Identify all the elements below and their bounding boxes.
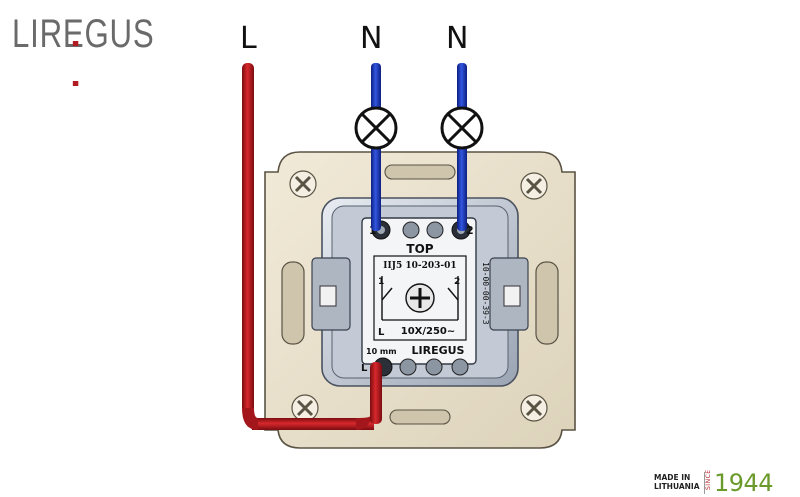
schematic-label (373, 255, 467, 341)
terminal-label-1: 1 (369, 224, 377, 237)
pole-label-2: 2 (454, 277, 460, 287)
badge-divider (704, 472, 705, 494)
bottom-live-label: L (361, 363, 368, 374)
terminal-screw-mid-a (402, 221, 420, 239)
lamp-icon-1 (354, 106, 398, 150)
side-code: 10-00-00-39-3 (481, 262, 490, 325)
rating-label: 10X/250~ (401, 326, 456, 337)
live-wire (242, 63, 382, 430)
since-text: SINCE (705, 469, 712, 490)
adjust-screw-icon (405, 283, 435, 313)
side-clamp-left (311, 257, 351, 331)
corner-screw-top-left (289, 170, 317, 198)
year-text: 1944 (714, 469, 774, 497)
country-line: LITHUANIA (654, 482, 700, 491)
brand-mark: LIREGUS (412, 344, 465, 357)
side-clamp-right (489, 257, 529, 331)
neutral-label-2: N (446, 21, 469, 56)
switch-body: 1 2 TOP IIJ5 10-203-01 1 2 L 10X/250~ 10… (311, 197, 529, 387)
made-in-text: MADE IN LITHUANIA (654, 473, 704, 491)
corner-screw-bottom-right (520, 394, 548, 422)
mounting-slot-right (535, 261, 559, 345)
logo-accent-icon (72, 13, 87, 86)
live-label: L (240, 21, 257, 56)
model-code: IIJ5 10-203-01 (383, 261, 456, 271)
mounting-slot-left (281, 261, 305, 345)
pole-label-1: 1 (378, 277, 384, 287)
made-in-line: MADE IN (654, 473, 691, 482)
logo-text: LIREGUS (12, 12, 155, 56)
corner-screw-top-right (520, 172, 548, 200)
terminal-screw-mid-b (426, 221, 444, 239)
lamp-icon-2 (440, 106, 484, 150)
corner-screw-bottom-left (291, 394, 319, 422)
neutral-label-1: N (360, 21, 383, 56)
terminal-label-2: 2 (466, 224, 474, 237)
liregus-logo: LIREGUS (12, 12, 155, 86)
top-mark: TOP (406, 242, 433, 256)
strip-length-label: 10 mm (366, 347, 397, 356)
live-mark: L (378, 327, 385, 338)
made-in-badge: MADE IN LITHUANIA SINCE 1944 (654, 469, 794, 497)
